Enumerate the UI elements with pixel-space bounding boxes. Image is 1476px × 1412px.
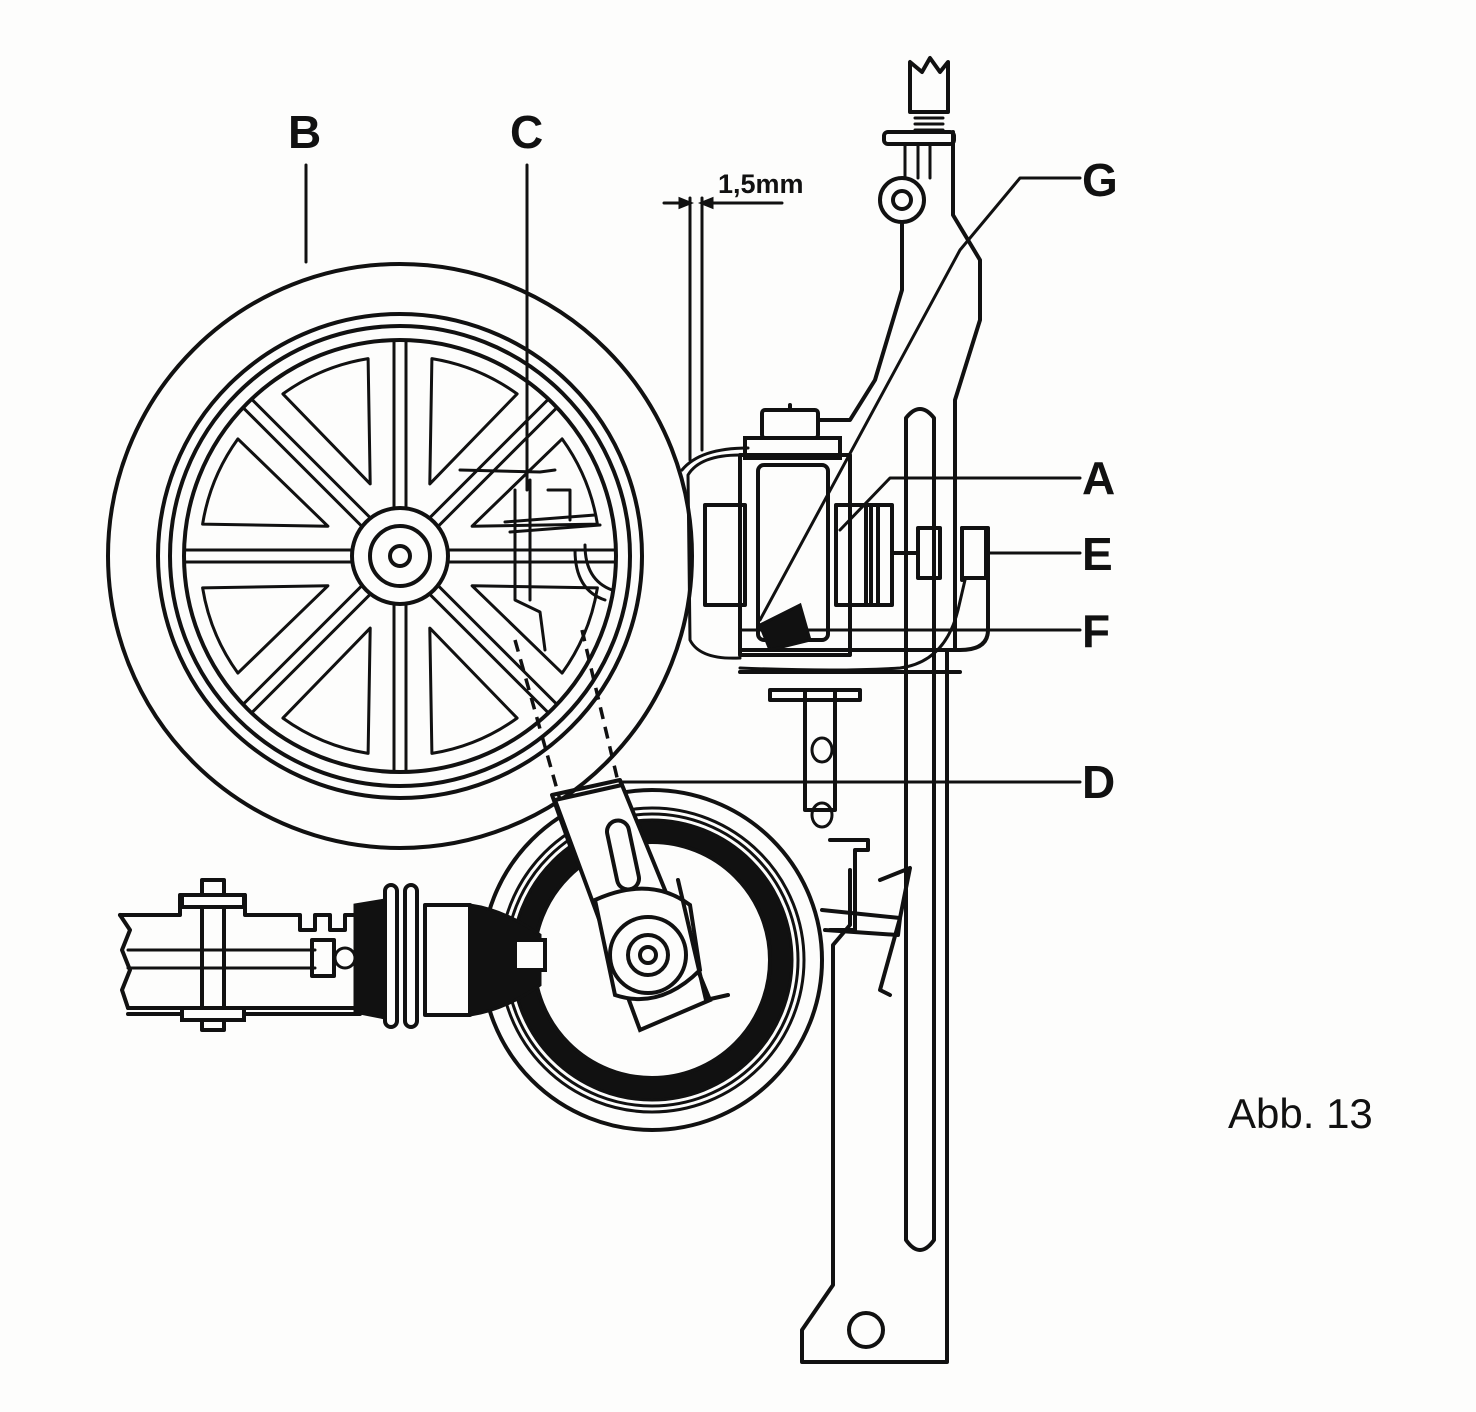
flywheel-window (428, 357, 519, 486)
leader-lines (304, 163, 1082, 784)
flywheel-window (428, 626, 519, 755)
linkage-c (458, 468, 614, 652)
dimension-label: 1,5mm (718, 169, 804, 199)
flywheel-spoke (241, 584, 364, 706)
screw-2 (810, 801, 834, 829)
dimension-marker: 1,5mm (662, 169, 804, 462)
figure-caption: Abb. 13 (1228, 1090, 1373, 1137)
adjust-screw-e (916, 526, 942, 580)
flywheel-spoke (436, 406, 559, 528)
screw-1 (810, 736, 834, 764)
assembly-top-knob (760, 408, 820, 440)
flywheel-spoke (250, 397, 372, 520)
drive-shaft (118, 878, 547, 1032)
flywheel-window (281, 626, 372, 755)
assembly-a (680, 408, 988, 672)
flywheel-window (201, 437, 330, 528)
label-c: C (510, 106, 543, 158)
label-d: D (1082, 756, 1115, 808)
label-f: F (1082, 605, 1110, 657)
frame-right-edge (951, 130, 982, 652)
top-screw-head (908, 56, 950, 114)
wing-nut-bracket (768, 688, 912, 997)
mount-hole (847, 1311, 885, 1349)
flywheel-outer-rim (106, 262, 694, 850)
wing-nut (878, 866, 912, 997)
label-e: E (1082, 528, 1113, 580)
frame-slot (904, 407, 936, 1252)
label-g: G (1082, 154, 1118, 206)
pivot-eye (878, 176, 926, 224)
top-screw-thread (913, 116, 945, 132)
label-a: A (1082, 452, 1115, 504)
frame-bracket (738, 56, 990, 1364)
flywheel-window (281, 357, 372, 486)
flywheel-window (470, 584, 599, 675)
label-b: B (288, 106, 321, 158)
flywheel-spoke (436, 584, 559, 706)
flywheel-hub (350, 506, 450, 606)
flywheel-spoke (428, 592, 550, 715)
flywheel-window (470, 437, 599, 528)
lower-pulley (480, 782, 824, 1132)
flywheel-window (201, 584, 330, 675)
flywheel-b (106, 262, 694, 850)
flywheel-spoke (241, 406, 364, 528)
spring-f (758, 602, 812, 652)
flywheel-spoke (250, 592, 372, 715)
top-plate (882, 130, 956, 146)
flywheel-spoke (428, 397, 550, 520)
